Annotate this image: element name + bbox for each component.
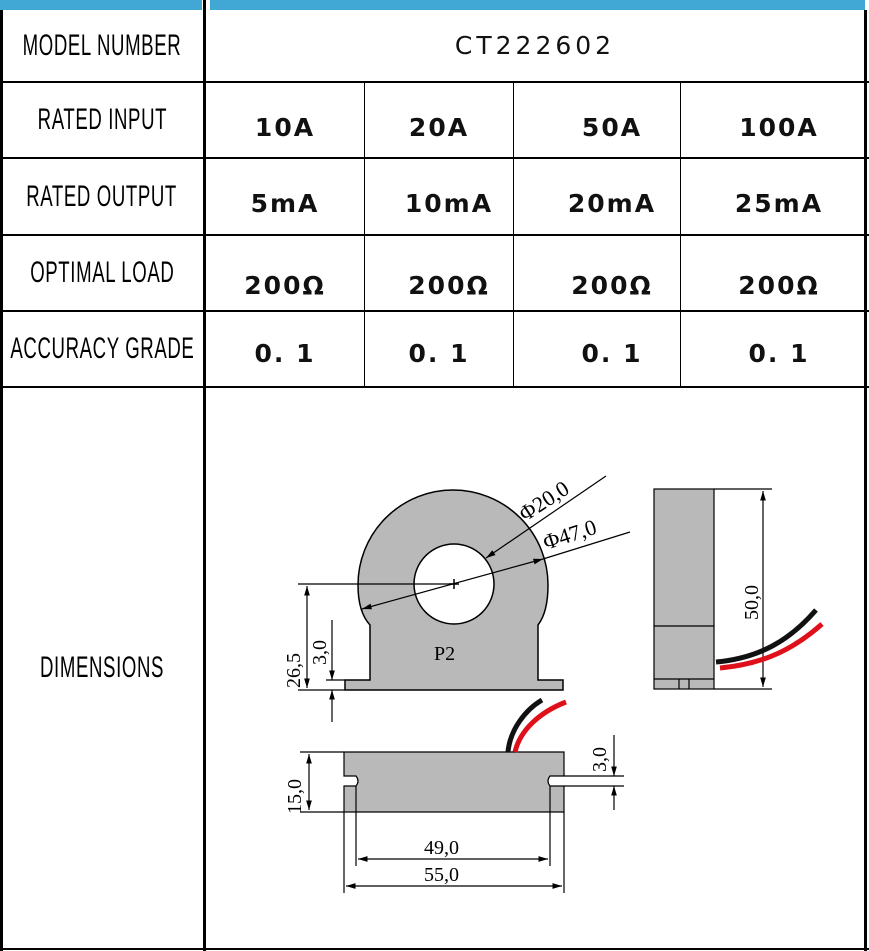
slot-label: 3,0: [589, 747, 611, 772]
optimal-load-value: 200Ω: [571, 270, 653, 300]
label-dimensions: DIMENSIONS: [4, 388, 200, 948]
model-number-value: CT222602: [454, 31, 616, 60]
label-column-divider: [203, 0, 206, 951]
hole-span-label: 49,0: [424, 837, 459, 859]
label-rated-output: RATED OUTPUT: [4, 159, 200, 234]
label-accuracy-grade: ACCURACY GRADE: [4, 312, 200, 386]
table-border-right: [864, 10, 867, 951]
rated-output-value: 5mA: [250, 189, 320, 218]
row-divider: [0, 81, 869, 83]
accuracy-grade-value: 0. 1: [254, 338, 316, 368]
row-divider: [0, 310, 869, 312]
height-label: 26,5: [283, 653, 305, 688]
row-divider: [0, 386, 869, 388]
accuracy-grade-value: 0. 1: [581, 338, 643, 368]
accuracy-grade-value: 0. 1: [408, 338, 470, 368]
front-view: [298, 475, 631, 722]
label-rated-input: RATED INPUT: [4, 83, 200, 157]
accuracy-grade-value: 0. 1: [748, 338, 810, 368]
table-border-left: [0, 10, 3, 951]
rated-input-value: 10A: [254, 112, 316, 142]
label-text: OPTIMAL LOAD: [29, 256, 175, 289]
rated-output-value: 10mA: [404, 189, 494, 218]
rated-input-value: 50A: [581, 112, 643, 142]
wire-black-bottom: [505, 697, 544, 753]
bottom-view: [300, 735, 624, 893]
rated-input-value: 100A: [739, 112, 819, 142]
optimal-load-value: 200Ω: [244, 270, 326, 300]
label-text: DIMENSIONS: [39, 651, 165, 684]
table-border-bottom: [0, 948, 869, 950]
rated-output-value: 20mA: [567, 189, 657, 218]
part-label: P2: [434, 643, 455, 665]
label-text: RATED INPUT: [37, 103, 167, 136]
header-accent-bar-right: [210, 0, 865, 10]
row-divider: [0, 234, 869, 236]
label-model-number: MODEL NUMBER: [4, 10, 200, 81]
outer-diameter-label: Φ47,0: [540, 514, 600, 555]
wire-red-side: [719, 622, 824, 671]
label-text: MODEL NUMBER: [22, 28, 182, 62]
header-accent-bar-left: [0, 0, 202, 10]
base-thickness-label: 3,0: [309, 640, 331, 665]
optimal-load-value: 200Ω: [408, 270, 490, 300]
rated-input-value: 20A: [408, 112, 470, 142]
side-view: [653, 488, 772, 690]
label-text: ACCURACY GRADE: [9, 332, 195, 365]
label-text: RATED OUTPUT: [26, 179, 178, 213]
rated-output-value: 25mA: [734, 189, 824, 218]
optimal-load-value: 200Ω: [738, 270, 820, 300]
side-height-label: 50,0: [741, 585, 763, 620]
total-width-label: 55,0: [424, 864, 459, 886]
label-optimal-load: OPTIMAL LOAD: [4, 236, 200, 310]
wire-black-side: [715, 608, 818, 665]
row-divider: [0, 157, 869, 159]
bottom-height-label: 15,0: [284, 779, 306, 814]
wire-red-bottom: [512, 699, 567, 753]
